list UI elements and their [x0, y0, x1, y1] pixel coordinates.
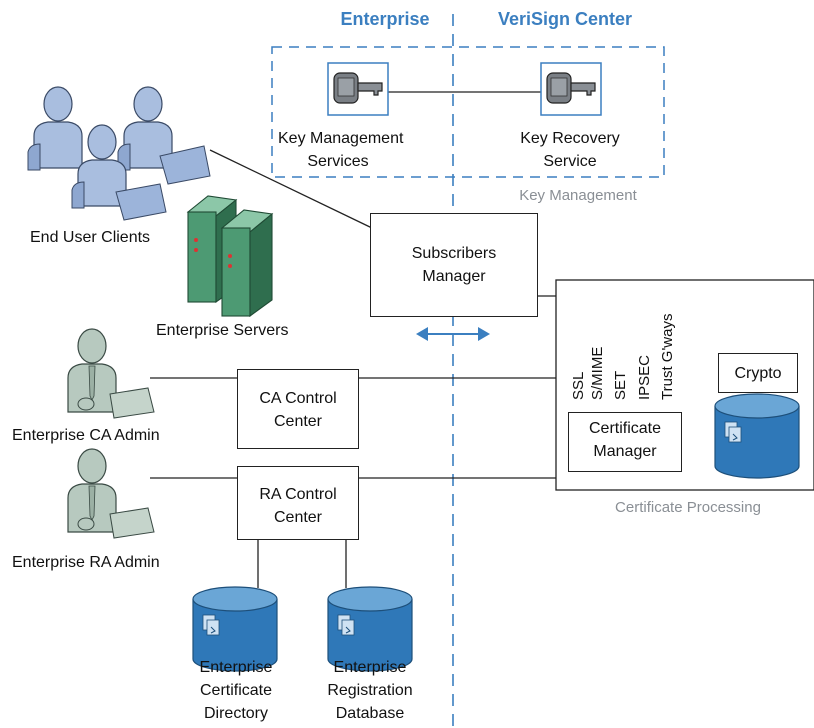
enterprise-ra-admin-label: Enterprise RA Admin: [12, 554, 160, 571]
ca-control-center-box: [237, 369, 359, 449]
key-management-icon: [327, 62, 389, 116]
key-management-services-line2: Services: [307, 153, 369, 170]
directory-db-line3: Directory: [203, 705, 268, 722]
subscribers-manager-box: [370, 213, 538, 317]
end-user-clients-label: End User Clients: [30, 229, 151, 246]
ra-control-center-line2: Center: [273, 509, 323, 526]
key-recovery-service-line1: Key Recovery: [520, 130, 620, 147]
enterprise-servers-label: Enterprise Servers: [156, 322, 289, 339]
end-user-icon: [27, 86, 83, 171]
protocol-smime: S/MIME: [589, 346, 606, 400]
key-management-group: [271, 46, 665, 178]
directory-db-line2: Certificate: [199, 682, 273, 699]
ca-control-center-line2: Center: [273, 413, 323, 430]
crypto-db-icon: [714, 393, 800, 479]
verisign-header: VeriSign Center: [497, 9, 633, 29]
certificate-processing-group-label: Certificate Processing: [615, 499, 761, 516]
certificate-manager-line1: Certificate: [588, 420, 662, 437]
protocol-set: SET: [612, 370, 629, 400]
enterprise-ca-admin-label: Enterprise CA Admin: [12, 427, 160, 444]
subscribers-manager-line2: Manager: [422, 268, 486, 285]
protocol-trust-gateways: Trust G'ways: [659, 313, 676, 400]
ra-admin-icon: [67, 448, 155, 539]
ra-control-center-line1: RA Control: [259, 486, 337, 503]
registration-db-line3: Database: [335, 705, 405, 722]
ca-control-center-line1: CA Control: [259, 390, 337, 407]
key-management-group-label: Key Management: [519, 187, 637, 204]
crypto-label: Crypto: [734, 365, 782, 382]
protocol-ipsec: IPSEC: [636, 354, 653, 400]
clients-link-line: [209, 149, 373, 229]
registration-db-line1: Enterprise: [333, 659, 407, 676]
crypto-box: [718, 353, 798, 393]
certificate-manager-line2: Manager: [593, 443, 657, 460]
registration-db-line2: Registration: [327, 682, 413, 699]
double-arrow-icon: [416, 327, 490, 341]
ca-admin-icon: [67, 328, 155, 419]
protocol-ssl: SSL: [570, 371, 587, 400]
laptop-icon: [159, 145, 211, 185]
subscribers-manager-line1: Subscribers: [411, 245, 497, 262]
enterprise-header: Enterprise: [340, 9, 430, 29]
server-icon: [220, 209, 274, 318]
key-recovery-service-line2: Service: [543, 153, 597, 170]
ra-control-center-box: [237, 466, 359, 540]
laptop-icon: [115, 183, 167, 221]
key-management-services-line1: Key Management: [278, 130, 404, 147]
key-recovery-icon: [540, 62, 602, 116]
directory-db-line1: Enterprise: [199, 659, 273, 676]
certificate-manager-box: [568, 412, 682, 472]
